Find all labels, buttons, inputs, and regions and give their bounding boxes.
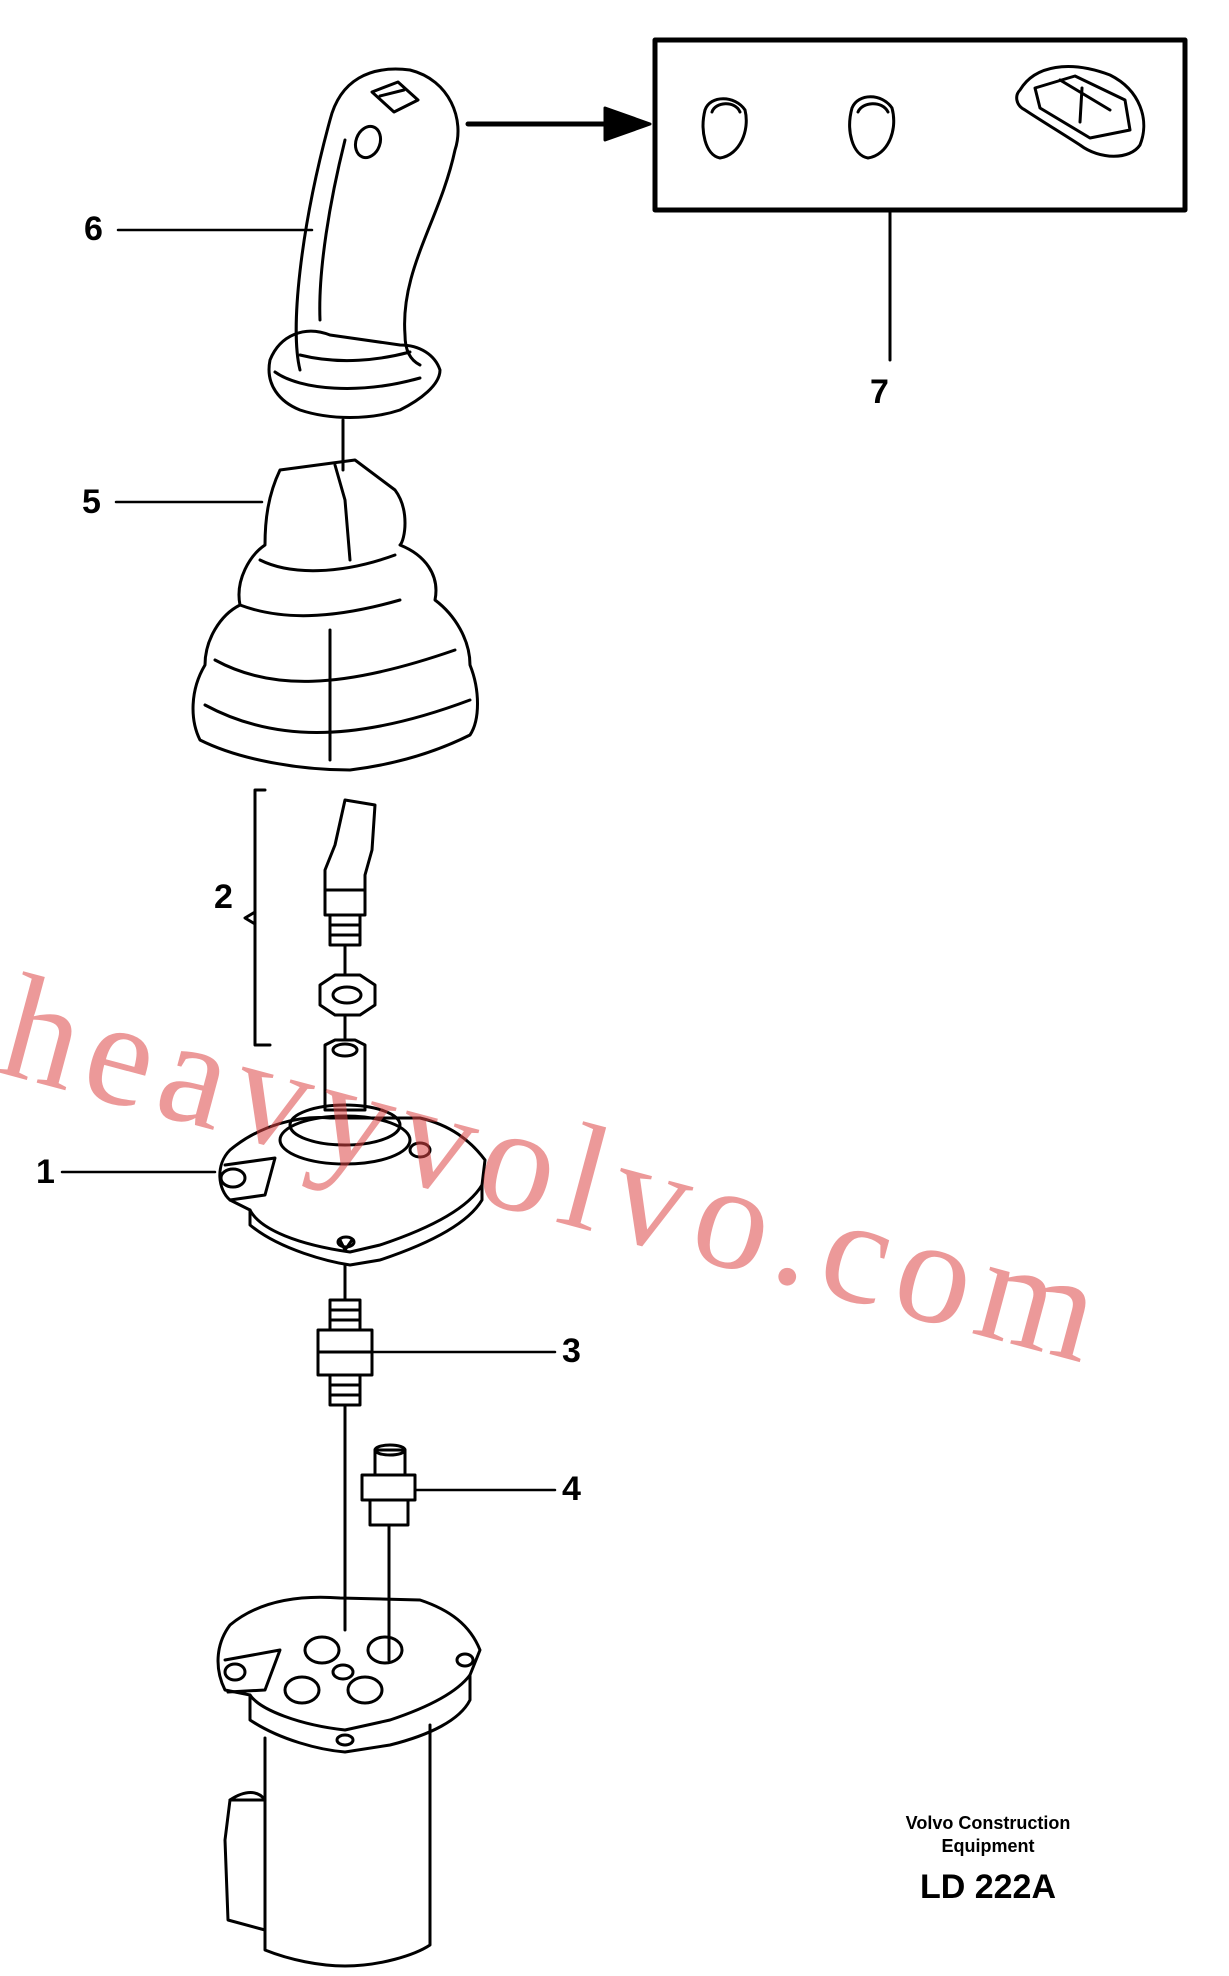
figure-code: LD 222A	[919, 1868, 1057, 1906]
valve-body	[216, 1595, 482, 1968]
footer-brand-line2: Equipment	[941, 1836, 1035, 1856]
joystick-handle	[267, 67, 460, 472]
callout-5: 5	[82, 483, 101, 521]
footer-brand-line1: Volvo Construction	[905, 1813, 1071, 1833]
callout-6: 6	[84, 210, 103, 248]
leader-lines	[60, 228, 557, 1492]
callout-7: 7	[870, 373, 889, 411]
button-inset-box	[652, 37, 1188, 362]
callout-3: 3	[562, 1332, 581, 1370]
rubber-boot	[191, 458, 479, 772]
pipe-fitting	[316, 1263, 374, 1632]
valve-plate	[218, 1038, 487, 1267]
inset-arrow	[465, 106, 652, 142]
plug	[360, 1443, 417, 1662]
callout-4: 4	[562, 1470, 581, 1508]
callout-1: 1	[36, 1153, 55, 1191]
callout-2: 2	[214, 878, 233, 916]
lever-and-nut	[243, 788, 377, 1047]
